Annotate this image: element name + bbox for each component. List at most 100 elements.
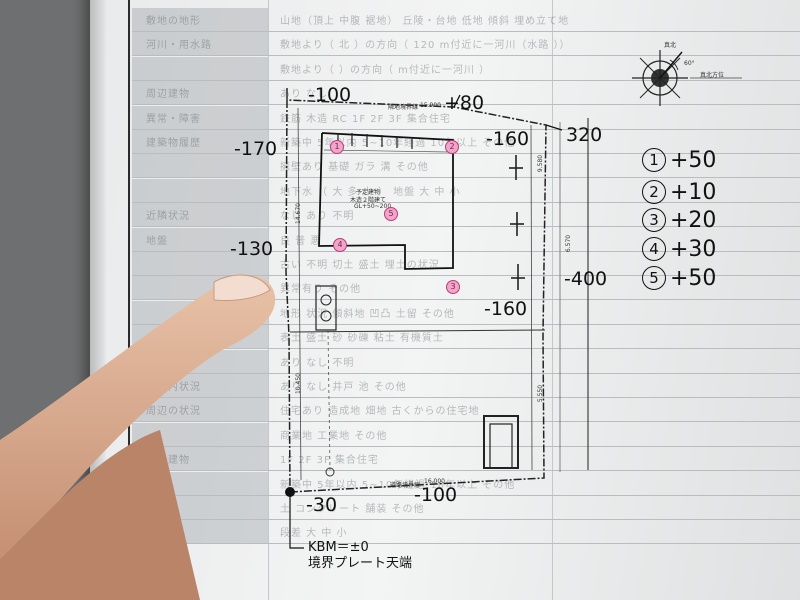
form-row-text: 古い 不明 切土 盛土 埋土の状況 (280, 260, 440, 271)
form-row-text: なし あり 不明 (280, 211, 355, 223)
kbm-note: KBM＝±0 (308, 540, 369, 555)
form-row-text: 新築中 5年以内 5~10年経過 10年以上 その他 (280, 479, 516, 491)
form-row-text: 1F 2F 3F 集合住宅 (280, 455, 379, 467)
form-row-text: 住宅あり 造成地 畑地 古くからの住宅地 (280, 406, 480, 418)
form-row-header: 河川・用水路 (132, 32, 268, 56)
kbm-point-icon (285, 487, 295, 497)
elevation-label: -400 (564, 268, 608, 290)
form-row-text: あり なし (280, 89, 329, 101)
bottom-dimension: 16.000 (424, 478, 445, 485)
form-row-text: 擁壁あり 基礎 ガラ 溝 その他 (280, 162, 429, 174)
form-row: 異常・障害 鉄筋 木造 RC 1F 2F 3F 集合住宅 (132, 105, 800, 130)
point-marker-2: 2 (445, 140, 459, 154)
top-dimension: 15.900 (420, 102, 441, 109)
compass-title: 真北方位 (700, 72, 725, 79)
compass-north-label: 真北 (664, 42, 677, 49)
form-row-text: 敷地より（ ）の方向（ m付近に一河川 ） (280, 64, 491, 76)
form-row-text: あり なし 井戸 池 その他 (280, 382, 407, 393)
compass-angle-label: 60° (684, 60, 695, 67)
legend-value: +20 (670, 208, 717, 233)
elevation-label: -100 (414, 484, 458, 506)
legend-value: +10 (670, 180, 717, 205)
form-row: 地下水 （ 大 多 少 ） 地盤 大 中 小 (132, 178, 800, 203)
callout-line (545, 124, 563, 131)
legend-row: 4+30 (642, 237, 716, 262)
form-row-header-text: 近隣状況 (146, 211, 190, 223)
left-inner-boundary (297, 107, 302, 481)
legend-row: 1+50 (642, 148, 716, 173)
form-row-text: あり なし 不明 (280, 357, 355, 369)
form-row-header-text: 敷地内状況 (146, 382, 201, 393)
legend-number: 3 (642, 208, 666, 232)
elevation-label: -130 (230, 238, 274, 260)
form-row-header-text: 建築物履歴 (146, 138, 201, 149)
form-row-header-text: 近接建物 (146, 455, 190, 467)
elevation-label: -170 (234, 138, 278, 160)
form-row-header-text: 河川・用水路 (146, 40, 212, 52)
form-row-text: 異常有り その他 (280, 284, 362, 296)
elevation-label: 320 (566, 124, 603, 146)
building-inner-line (323, 149, 449, 153)
form-row-text: 鉄筋 木造 RC 1F 2F 3F 集合住宅 (280, 113, 451, 125)
form-row-header-text: 地盤 (146, 235, 168, 247)
form-row-header-text: 敷地の地形 (146, 16, 201, 27)
compass-rose-icon (632, 50, 742, 106)
building-structure: 木造２階建て (350, 197, 387, 204)
elevation-label: -100 (308, 84, 352, 106)
right-inner-boundary (530, 124, 533, 471)
form-row-header: 建築物履歴 (132, 130, 268, 153)
form-row-header: 周辺建物 (132, 81, 268, 105)
form-row: 商業地 工業地 その他 (132, 422, 800, 447)
point-marker-5: 5 (384, 207, 398, 221)
kbm-note-detail: 境界プレート天端 (308, 556, 413, 571)
form-row-text: 土 コンクリート 舗装 その他 (280, 504, 425, 515)
form-row-header (132, 252, 268, 275)
form-row-text: 地形 状況 傾斜地 凹凸 土留 その他 (280, 308, 455, 320)
manhole-icon (325, 467, 335, 477)
form-row-header: 近隣状況 (132, 203, 268, 227)
form-row: 河川・用水路 敷地より（ 北 ）の方向（ 120 m付近に一河川（水路 ）） (132, 32, 800, 57)
form-row-text: 商業地 工業地 その他 (280, 430, 388, 442)
form-row-header (132, 56, 268, 80)
meter-circle (320, 294, 332, 306)
elevation-label: +80 (444, 92, 485, 114)
meter-circle (320, 310, 332, 322)
form-row-header-text: 周辺の状況 (146, 406, 201, 418)
building-note: 予定建物 (356, 189, 381, 196)
form-row: 周辺建物 あり なし (132, 81, 800, 106)
legend-value: +50 (670, 266, 717, 291)
legend-number: 2 (642, 180, 666, 204)
elevation-label: -160 (484, 298, 528, 320)
legend-number: 1 (642, 148, 666, 172)
form-row-text: 良 普 悪 (280, 235, 322, 247)
form-row-text: 敷地より（ 北 ）の方向（ 120 m付近に一河川（水路 ）） (280, 40, 571, 52)
legend-row: 5+50 (642, 266, 716, 291)
form-row-text: 山地（頂上 中腹 裾地） 丘陵・台地 低地 傾斜 埋め立て地 (280, 16, 570, 27)
point-marker-3: 3 (446, 280, 460, 294)
point-marker-1: 1 (330, 140, 344, 154)
form-row-header: 周辺の状況 (132, 398, 268, 422)
road-boundary-label: 道路境界線 (390, 482, 421, 489)
legend-row: 3+20 (642, 208, 716, 233)
legend-value: +30 (670, 237, 717, 262)
form-row-header: 地盤 (132, 227, 268, 251)
callout-line (453, 94, 461, 108)
lot-divider-line (289, 329, 546, 333)
form-row: 敷地の地形 山地（頂上 中腹 裾地） 丘陵・台地 低地 傾斜 埋め立て地 (132, 8, 800, 32)
elevation-label: -160 (486, 128, 530, 150)
building-level: GL+50~200 (354, 203, 392, 210)
legend-row: 2+10 (642, 180, 716, 205)
form-row-header (132, 154, 268, 178)
form-row: 地盤 良 普 悪 (132, 227, 800, 252)
form-row-header-text: 周辺建物 (146, 89, 190, 101)
top-boundary-label: 隣地境界線 (388, 104, 419, 111)
legend-number: 5 (642, 266, 666, 290)
form-row-header (132, 178, 268, 202)
form-row: 敷地より（ ）の方向（ m付近に一河川 ） (132, 56, 800, 81)
form-row: 周辺の状況 住宅あり 造成地 畑地 古くからの住宅地 (132, 398, 800, 423)
form-row-header (132, 422, 268, 446)
form-row-header-text: 異常・障害 (146, 113, 201, 125)
